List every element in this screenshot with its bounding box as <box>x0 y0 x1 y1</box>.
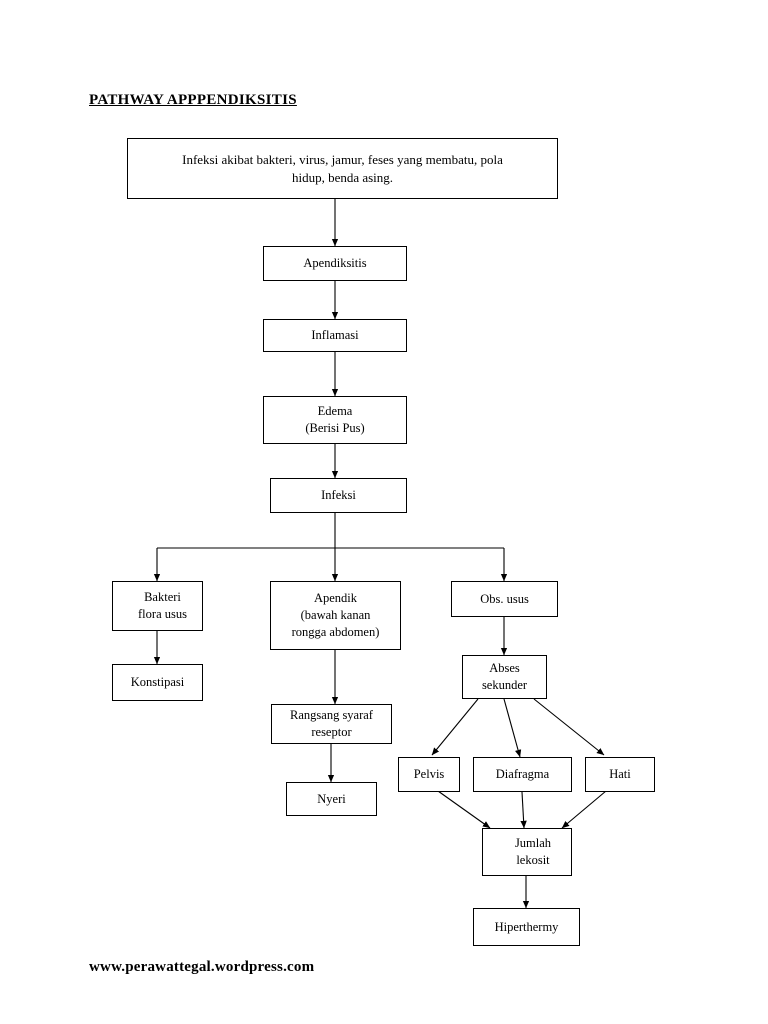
page-title: PATHWAY APPPENDIKSITIS <box>89 92 297 108</box>
node-inflamasi: Inflamasi <box>263 319 407 352</box>
node-edema: Edema (Berisi Pus) <box>263 396 407 444</box>
node-apendik: Apendik (bawah kanan rongga abdomen) <box>270 581 401 650</box>
node-infeksi: Infeksi <box>270 478 407 513</box>
node-hati: Hati <box>585 757 655 792</box>
node-nyeri: Nyeri <box>286 782 377 816</box>
node-obs-usus: Obs. usus <box>451 581 558 617</box>
node-jumlah-lekosit: Jumlah lekosit <box>482 828 572 876</box>
node-apendiksitis: Apendiksitis <box>263 246 407 281</box>
node-konstipasi: Konstipasi <box>112 664 203 701</box>
node-diafragma: Diafragma <box>473 757 572 792</box>
node-pelvis: Pelvis <box>398 757 460 792</box>
node-rangsang-syaraf-reseptor: Rangsang syaraf reseptor <box>271 704 392 744</box>
node-bakteri-flora-usus: Bakteri flora usus <box>112 581 203 631</box>
node-infeksi-akibat: Infeksi akibat bakteri, virus, jamur, fe… <box>127 138 558 199</box>
node-abses-sekunder: Abses sekunder <box>462 655 547 699</box>
node-hiperthermy: Hiperthermy <box>473 908 580 946</box>
source-url: www.perawattegal.wordpress.com <box>89 959 315 975</box>
